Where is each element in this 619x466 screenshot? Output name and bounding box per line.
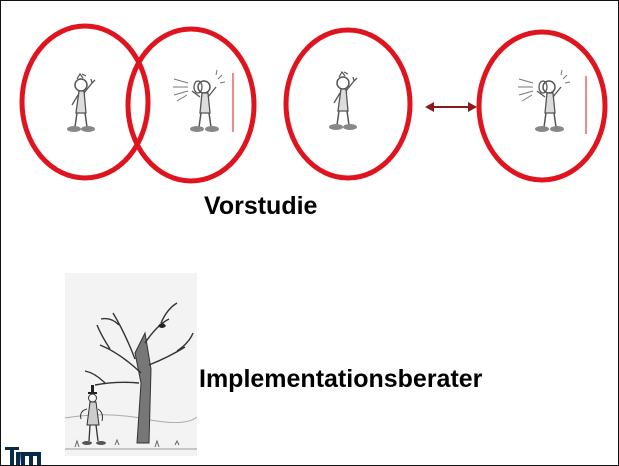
sketch-listener-icon bbox=[172, 69, 226, 133]
circle-consultant bbox=[19, 23, 151, 181]
consultant-sketch-icon bbox=[328, 71, 358, 131]
tree-cartoon-icon bbox=[65, 273, 197, 456]
caption-vorstudie: Vorstudie bbox=[204, 192, 318, 220]
circle-consultant-right bbox=[283, 27, 413, 181]
tum-logo-icon bbox=[5, 447, 41, 465]
sketch-listener-icon bbox=[517, 69, 571, 133]
circle-client bbox=[125, 26, 257, 184]
double-arrow-icon bbox=[425, 102, 477, 112]
caption-implementationsberater: Implementationsberater bbox=[199, 365, 483, 393]
consultant-sketch-icon bbox=[66, 73, 96, 133]
circle-client-right bbox=[476, 29, 608, 183]
